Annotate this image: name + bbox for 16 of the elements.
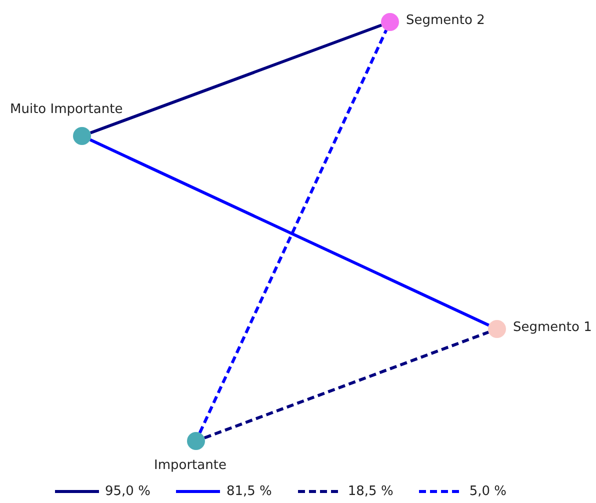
point-label: Importante: [154, 458, 226, 473]
connector-line: [90, 24, 382, 134]
legend-label: 18,5 %: [348, 484, 394, 499]
circle-marker: [187, 432, 205, 450]
point-label: Segmento 2: [406, 13, 485, 28]
connector-line: [198, 30, 388, 434]
point-label: Muito Importante: [10, 102, 123, 117]
circle-marker: [73, 127, 91, 145]
legend-label: 5,0 %: [469, 484, 506, 499]
legend-label: 81,5 %: [226, 484, 272, 499]
circle-marker: [381, 13, 399, 31]
point-label: Segmento 1: [513, 320, 592, 335]
legend-label: 95,0 %: [105, 484, 150, 499]
connector-line: [90, 138, 490, 327]
circle-marker: [488, 320, 506, 338]
connector-line: [204, 330, 490, 440]
